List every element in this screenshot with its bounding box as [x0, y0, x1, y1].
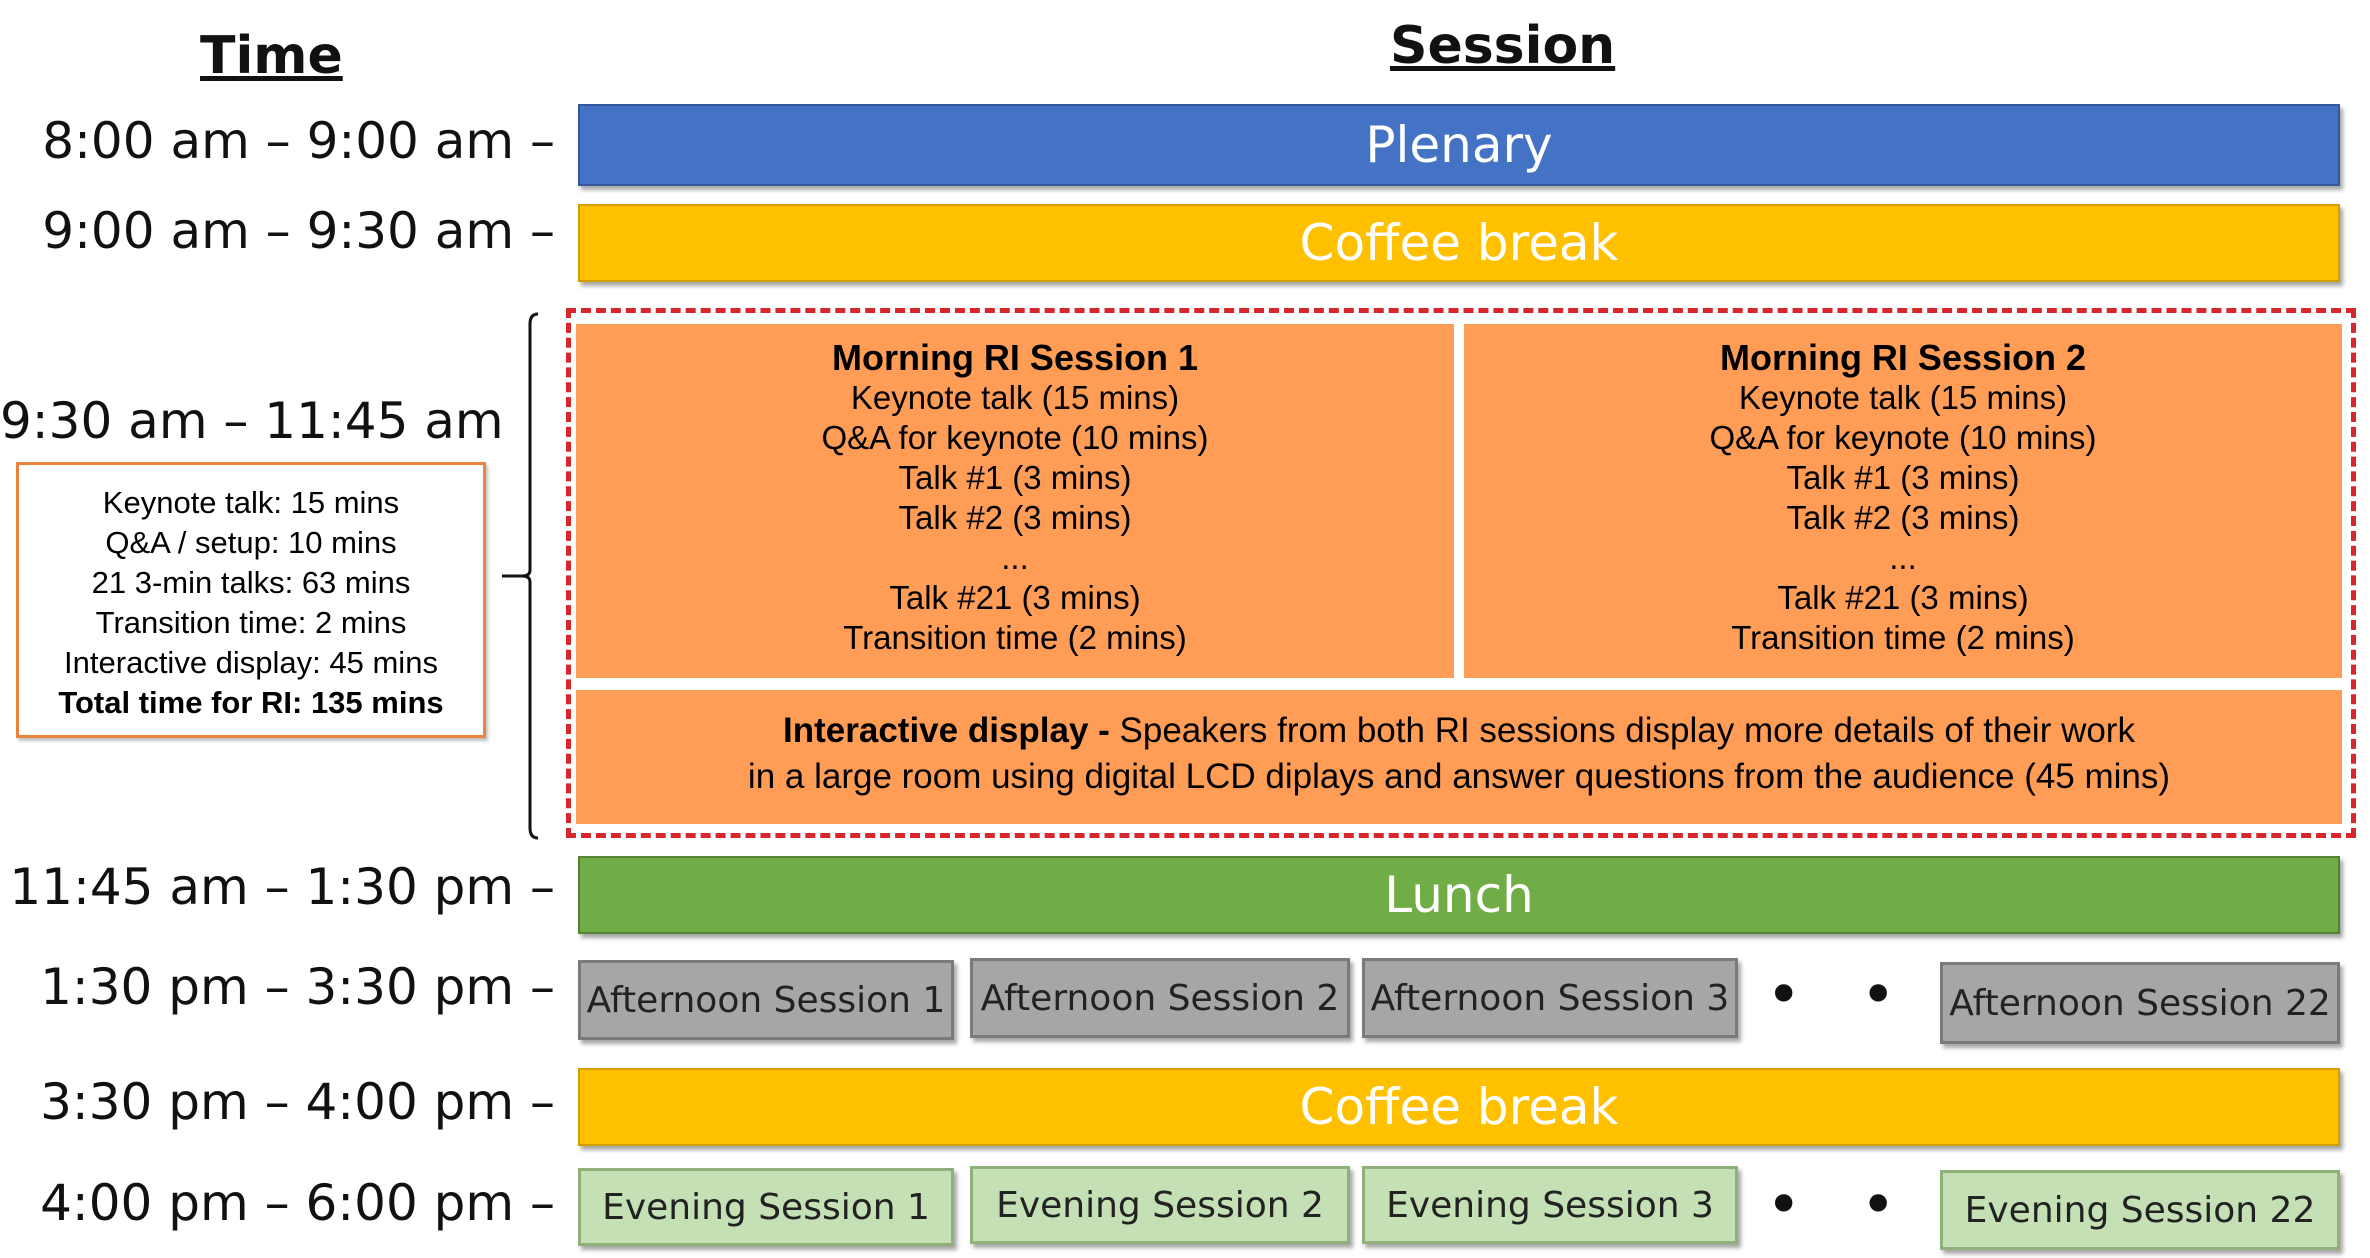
ri-session-line: ...	[1889, 539, 1917, 576]
lunch-bar: Lunch	[578, 856, 2340, 934]
afternoon-session-label: Afternoon Session 2	[980, 977, 1340, 1019]
summary-total: Total time for RI: 135 mins	[58, 685, 444, 720]
time-label-evening: 4:00 pm – 6:00 pm –	[40, 1174, 555, 1232]
summary-line: Interactive display: 45 mins	[64, 645, 438, 680]
coffee-break-2-bar: Coffee break	[578, 1068, 2340, 1146]
evening-session-2: Evening Session 2	[970, 1166, 1350, 1244]
afternoon-session-1: Afternoon Session 1	[578, 960, 954, 1040]
summary-line: Keynote talk: 15 mins	[102, 485, 400, 520]
ri-session-1-block: Morning RI Session 1 Keynote talk (15 mi…	[576, 324, 1454, 678]
ri-sessions-container	[566, 308, 2356, 838]
ri-session-line: Transition time (2 mins)	[843, 619, 1187, 656]
evening-session-3: Evening Session 3	[1362, 1166, 1738, 1244]
evening-session-22: Evening Session 22	[1940, 1170, 2340, 1250]
summary-line: Transition time: 2 mins	[95, 605, 407, 640]
afternoon-session-2: Afternoon Session 2	[970, 958, 1350, 1038]
ri-session-line: Talk #2 (3 mins)	[1786, 499, 2020, 536]
ri-session-title: Morning RI Session 1	[831, 337, 1199, 378]
ri-session-line: Talk #2 (3 mins)	[898, 499, 1132, 536]
interactive-display-title: Interactive display -	[783, 711, 1110, 750]
time-label-plenary: 8:00 am – 9:00 am –	[42, 112, 555, 170]
evening-session-label: Evening Session 1	[602, 1186, 930, 1228]
afternoon-session-3: Afternoon Session 3	[1362, 958, 1738, 1038]
afternoon-session-label: Afternoon Session 3	[1370, 977, 1730, 1019]
time-label-coffee1: 9:00 am – 9:30 am –	[42, 202, 555, 260]
interactive-display-block: Interactive display - Speakers from both…	[576, 690, 2342, 824]
ri-summary-box: Keynote talk: 15 mins Q&A / setup: 10 mi…	[16, 462, 486, 738]
coffee-break-2-label: Coffee break	[1299, 1078, 1619, 1136]
ri-session-line: Q&A for keynote (10 mins)	[821, 419, 1209, 456]
time-label-coffee2: 3:30 pm – 4:00 pm –	[40, 1073, 555, 1131]
ri-session-line: Keynote talk (15 mins)	[850, 379, 1180, 416]
plenary-bar: Plenary	[578, 104, 2340, 186]
ri-session-line: Talk #21 (3 mins)	[1777, 579, 2029, 616]
ri-session-2-block: Morning RI Session 2 Keynote talk (15 mi…	[1464, 324, 2342, 678]
session-header: Session	[1390, 16, 1616, 76]
time-label-ri: 9:30 am – 11:45 am	[0, 392, 504, 450]
ri-session-line: Talk #21 (3 mins)	[889, 579, 1141, 616]
ri-bracket	[502, 312, 539, 840]
ri-session-line: Transition time (2 mins)	[1731, 619, 2075, 656]
ri-session-line: Q&A for keynote (10 mins)	[1709, 419, 2097, 456]
ri-session-line: Talk #1 (3 mins)	[898, 459, 1132, 496]
afternoon-session-label: Afternoon Session 22	[1949, 982, 2331, 1024]
plenary-label: Plenary	[1365, 116, 1553, 174]
time-header: Time	[200, 26, 343, 86]
interactive-display-text: Speakers from both RI sessions display m…	[1109, 711, 2135, 750]
evening-session-label: Evening Session 22	[1964, 1189, 2316, 1231]
interactive-display-text-2: in a large room using digital LCD diplay…	[747, 757, 2171, 796]
evening-session-1: Evening Session 1	[578, 1168, 954, 1246]
coffee-break-label: Coffee break	[1299, 214, 1619, 272]
lunch-label: Lunch	[1384, 866, 1534, 924]
evening-session-label: Evening Session 3	[1386, 1184, 1714, 1226]
afternoon-session-22: Afternoon Session 22	[1940, 962, 2340, 1044]
ri-session-line: Talk #1 (3 mins)	[1786, 459, 2020, 496]
ri-session-title: Morning RI Session 2	[1719, 337, 2087, 378]
evening-session-label: Evening Session 2	[996, 1184, 1324, 1226]
time-label-afternoon: 1:30 pm – 3:30 pm –	[40, 958, 555, 1016]
ri-session-line: Keynote talk (15 mins)	[1738, 379, 2068, 416]
ri-session-line: ...	[1001, 539, 1029, 576]
time-label-lunch: 11:45 am – 1:30 pm –	[9, 858, 555, 916]
afternoon-session-label: Afternoon Session 1	[586, 979, 946, 1021]
summary-line: Q&A / setup: 10 mins	[105, 525, 397, 560]
coffee-break-bar: Coffee break	[578, 204, 2340, 282]
summary-line: 21 3-min talks: 63 mins	[91, 565, 411, 600]
